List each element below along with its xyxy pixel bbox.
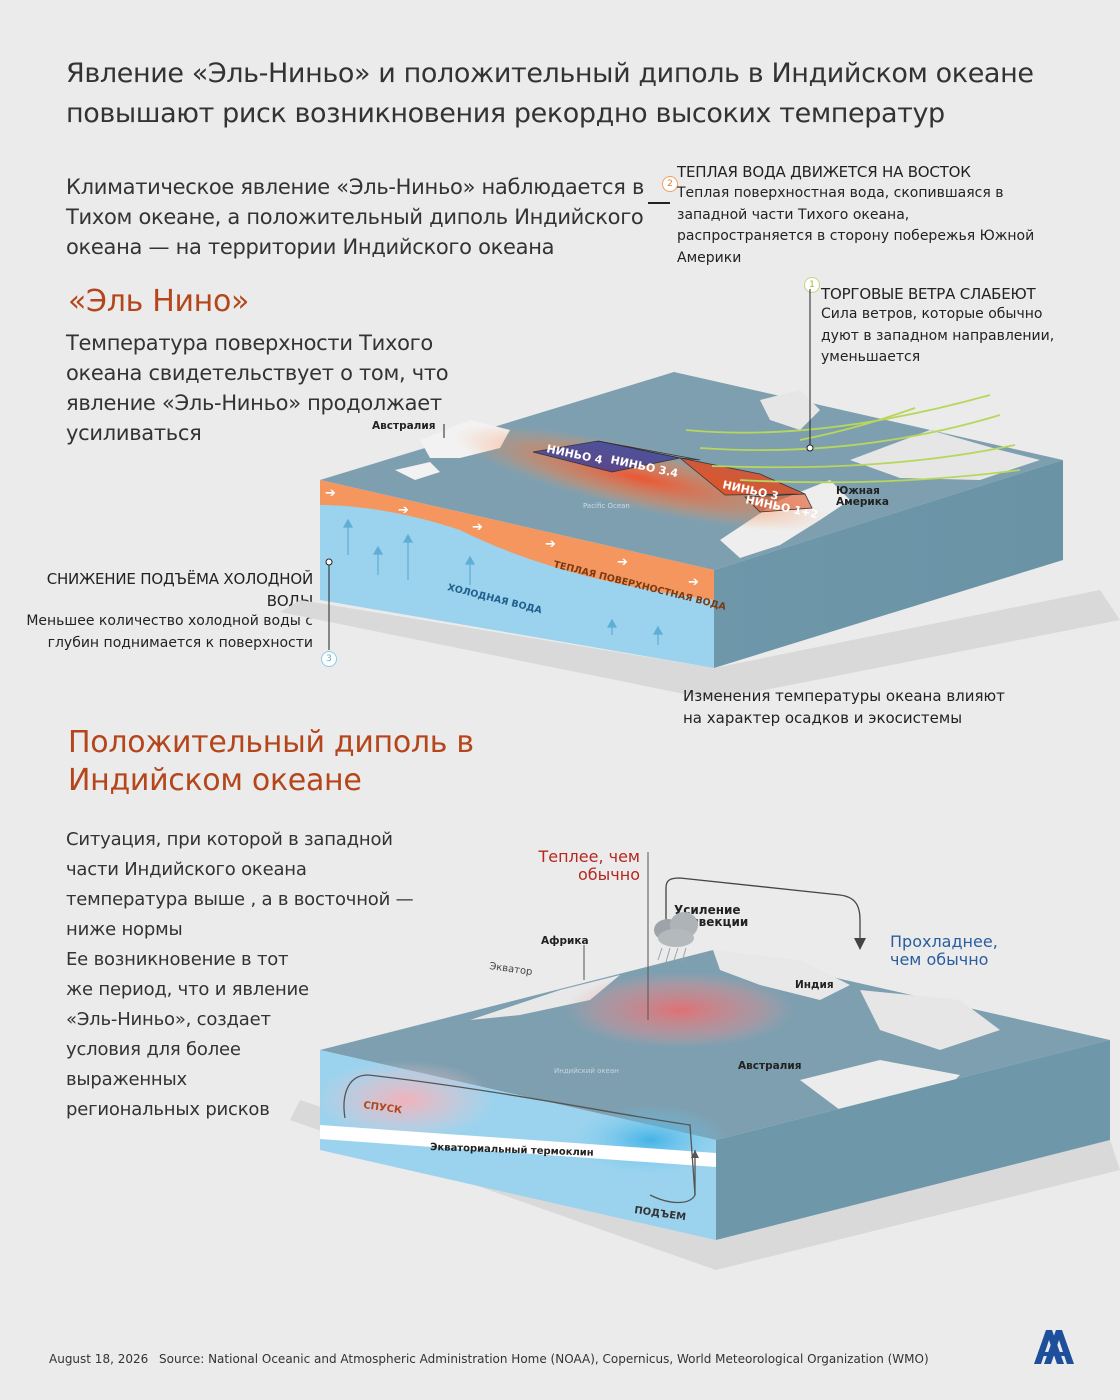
aa-logo-icon: AA <box>1034 1330 1074 1364</box>
warm-arrows: ➔ ➔ ➔ ➔ ➔ ➔ <box>325 486 699 590</box>
elnino-heading: «Эль Нино» <box>68 284 250 319</box>
block-shadow <box>290 1100 1120 1270</box>
callout2-bracket <box>648 180 670 204</box>
dipole-text1: Ситуация, при которой в западной части И… <box>66 829 414 940</box>
block-side <box>716 1040 1110 1240</box>
wind-arrow <box>685 394 991 434</box>
dipole-text2: Ее возникновение в тот же период, что и … <box>66 949 309 1120</box>
block-side <box>714 460 1063 668</box>
cooler-label: Прохладнее, чем обычно <box>890 932 998 969</box>
wind-arrow <box>711 444 1016 469</box>
wind-arrow <box>799 407 916 441</box>
callout3-number: 3 <box>321 651 337 667</box>
callout2-body: Теплая поверхностная вода, скопившаяся в… <box>677 185 1035 266</box>
up-arrow-head <box>342 518 354 528</box>
page-title: Явление «Эль-Ниньо» и положительный дипо… <box>66 58 1034 129</box>
india-label: Индия <box>795 979 834 991</box>
callout3-title: СНИЖЕНИЕ ПОДЪЁМА ХОЛОДНОЙ ВОДЫ <box>46 570 313 610</box>
south-america-label: Южная Америка <box>836 485 889 508</box>
callout2-title: ТЕПЛАЯ ВОДА ДВИЖЕТСЯ НА ВОСТОК <box>677 163 971 181</box>
impact-text: Изменения температуры океана влияют на х… <box>683 687 1005 727</box>
callout1-title: ТОРГОВЫЕ ВЕТРА СЛАБЕЮТ <box>821 285 1036 303</box>
africa-land <box>470 975 620 1020</box>
arrow-icon: ➔ <box>545 537 556 552</box>
australia-label: Австралия <box>372 420 435 432</box>
callout3-body: Меньшее количество холодной воды с глуби… <box>26 613 313 651</box>
walker-arrow <box>665 877 861 940</box>
wind-arrow <box>739 469 1021 484</box>
trade-winds <box>685 394 1021 484</box>
india-land <box>713 950 850 1000</box>
thermocline-band <box>320 1125 716 1167</box>
north-america-land <box>850 430 1040 480</box>
elnino-text: Температура поверхности Тихого океана св… <box>66 331 449 445</box>
intro-text: Климатическое явление «Эль-Ниньо» наблюд… <box>66 175 645 259</box>
elnino-diagram: НИНЬО 4 НИНЬО 3.4 НИНЬО 3 НИНЬО 1+2 Paci… <box>280 289 1120 700</box>
footer-date: August 18, 2026 <box>49 1352 149 1366</box>
up-arrow-head <box>372 545 384 555</box>
africa-label: Африка <box>541 935 589 947</box>
arrow-icon: ➔ <box>325 486 336 501</box>
block-shadow <box>280 590 1120 700</box>
asia-land <box>860 990 1000 1050</box>
callout3-dot <box>325 558 333 566</box>
walker-arrow-head <box>854 938 866 950</box>
wind-arrow <box>699 414 1001 452</box>
nino12-region <box>744 493 813 513</box>
up-arrow-head <box>402 533 414 543</box>
warmer-label: Теплее, чем обычно <box>538 847 640 884</box>
pacific-label: Pacific Ocean <box>583 502 630 510</box>
up-arrow-head <box>464 555 476 565</box>
footer-source: Source: National Oceanic and Atmospheric… <box>159 1352 929 1366</box>
upwelling-arrows <box>342 518 664 645</box>
arrow-icon: ➔ <box>398 503 409 518</box>
descent-arrow <box>343 1074 369 1119</box>
north-land <box>760 390 820 430</box>
callout1-number: 1 <box>804 277 820 293</box>
up-arrow-head <box>606 618 618 628</box>
equator-label: Экватор <box>489 961 533 978</box>
up-arrow-head <box>652 625 664 635</box>
australia-label: Австралия <box>738 1060 801 1072</box>
nz-land <box>395 462 440 480</box>
nino34-box <box>597 440 701 461</box>
callout1-body: Сила ветров, которые обычно дуют в запад… <box>821 306 1055 365</box>
indian-ocean-label: Индийский океан <box>554 1067 619 1075</box>
callout1-dot <box>806 444 814 452</box>
callout2-number: 2 <box>662 176 678 192</box>
warm-subsurface <box>315 1060 495 1140</box>
warm-surface-area <box>565 972 795 1048</box>
ascent-arrow-head <box>691 1150 699 1158</box>
descent-label: СПУСК <box>363 1100 404 1116</box>
cloud-icon <box>654 912 698 963</box>
warm-water-layer <box>320 480 714 600</box>
dipole-heading: Положительный диполь в Индийском океане <box>68 725 474 798</box>
cold-water-layer <box>320 480 714 668</box>
dipole-diagram: Индийский океан Экваториальный термоклин… <box>290 852 1120 1270</box>
return-arrow <box>367 1074 696 1204</box>
arrow-icon: ➔ <box>617 555 628 570</box>
arrow-icon: ➔ <box>472 520 483 535</box>
arrow-icon: ➔ <box>688 575 699 590</box>
